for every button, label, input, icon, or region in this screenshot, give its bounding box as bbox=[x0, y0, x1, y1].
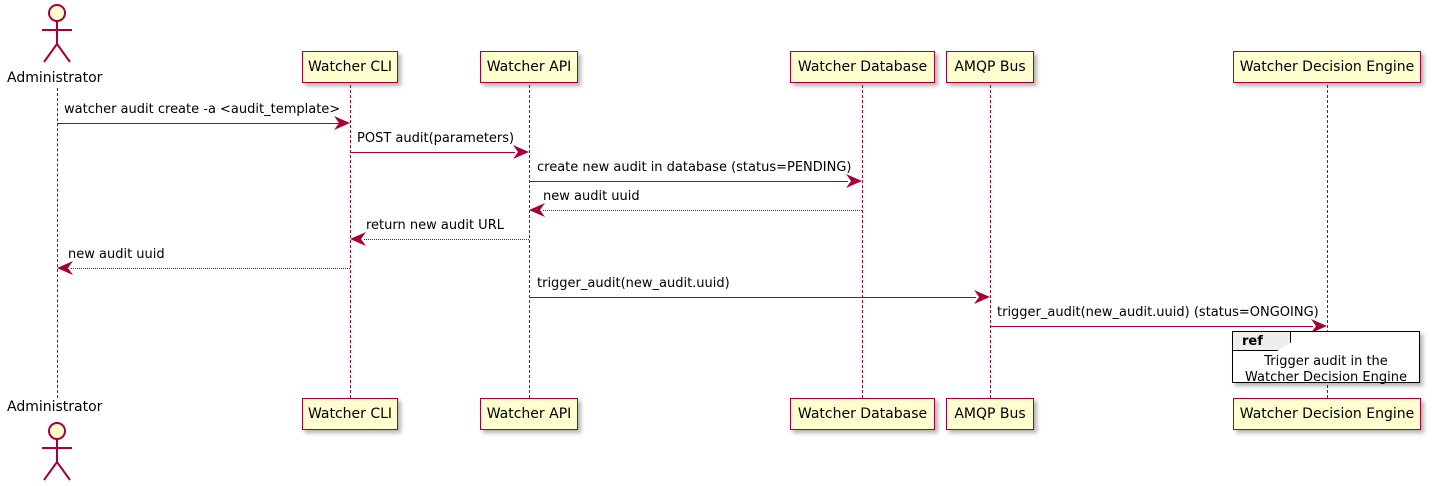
message-line-4 bbox=[543, 210, 862, 211]
lifeline-watcher-cli bbox=[350, 85, 351, 398]
participant-watcher-cli-bottom[interactable]: Watcher CLI bbox=[302, 398, 398, 430]
participant-watcher-decision-engine-top[interactable]: Watcher Decision Engine bbox=[1233, 51, 1421, 83]
message-line-1 bbox=[57, 123, 343, 124]
message-arrowhead-2 bbox=[513, 145, 529, 159]
message-arrowhead-5 bbox=[350, 232, 366, 246]
message-line-5 bbox=[364, 239, 529, 240]
participant-amqp-bus-top[interactable]: AMQP Bus bbox=[946, 51, 1034, 83]
message-arrowhead-3 bbox=[846, 174, 862, 188]
actor-administrator-bottom bbox=[33, 420, 81, 482]
message-line-6 bbox=[71, 268, 350, 269]
message-arrowhead-4 bbox=[529, 203, 545, 217]
actor-figure-icon bbox=[42, 4, 72, 63]
lifeline-watcher-database bbox=[862, 85, 863, 398]
participant-amqp-bus-bottom[interactable]: AMQP Bus bbox=[946, 398, 1034, 430]
ref-fragment-line-1: Trigger audit in the bbox=[1264, 354, 1388, 369]
message-label-3: create new audit in database (status=PEN… bbox=[537, 160, 852, 175]
message-label-8: trigger_audit(new_audit.uuid) (status=ON… bbox=[997, 305, 1319, 320]
ref-fragment-body: Trigger audit in the Watcher Decision En… bbox=[1233, 354, 1419, 386]
message-label-5: return new audit URL bbox=[366, 218, 504, 233]
message-label-2: POST audit(parameters) bbox=[357, 131, 515, 146]
ref-fragment: ref Trigger audit in the Watcher Decisio… bbox=[1232, 331, 1420, 386]
message-arrowhead-8 bbox=[1311, 319, 1327, 333]
message-label-1: watcher audit create -a <audit_template> bbox=[64, 102, 341, 117]
message-label-7: trigger_audit(new_audit.uuid) bbox=[537, 276, 730, 291]
participant-watcher-database-bottom[interactable]: Watcher Database bbox=[790, 398, 935, 430]
participant-watcher-database-top[interactable]: Watcher Database bbox=[790, 51, 935, 83]
lifeline-watcher-api bbox=[529, 85, 530, 398]
lifeline-watcher-decision-engine bbox=[1327, 85, 1328, 398]
participant-watcher-cli-top[interactable]: Watcher CLI bbox=[302, 51, 398, 83]
actor-figure-icon bbox=[42, 422, 72, 481]
participant-watcher-api-top[interactable]: Watcher API bbox=[480, 51, 578, 83]
message-arrowhead-7 bbox=[974, 290, 990, 304]
participant-watcher-decision-engine-bottom[interactable]: Watcher Decision Engine bbox=[1233, 398, 1421, 430]
message-line-8 bbox=[990, 326, 1313, 327]
actor-administrator-top bbox=[33, 2, 81, 64]
message-arrowhead-1 bbox=[334, 116, 350, 130]
lifeline-amqp-bus bbox=[990, 85, 991, 398]
actor-label-administrator-bottom: Administrator bbox=[7, 399, 103, 415]
actor-label-administrator-top: Administrator bbox=[7, 70, 103, 86]
lifeline-administrator bbox=[57, 88, 58, 398]
message-line-7 bbox=[529, 297, 976, 298]
message-arrowhead-6 bbox=[57, 261, 73, 275]
message-label-4: new audit uuid bbox=[543, 189, 640, 204]
participant-watcher-api-bottom[interactable]: Watcher API bbox=[480, 398, 578, 430]
ref-fragment-line-2: Watcher Decision Engine bbox=[1245, 370, 1407, 385]
ref-fragment-tab: ref bbox=[1233, 332, 1291, 351]
message-label-6: new audit uuid bbox=[68, 247, 165, 262]
message-line-3 bbox=[529, 181, 848, 182]
message-line-2 bbox=[350, 152, 515, 153]
